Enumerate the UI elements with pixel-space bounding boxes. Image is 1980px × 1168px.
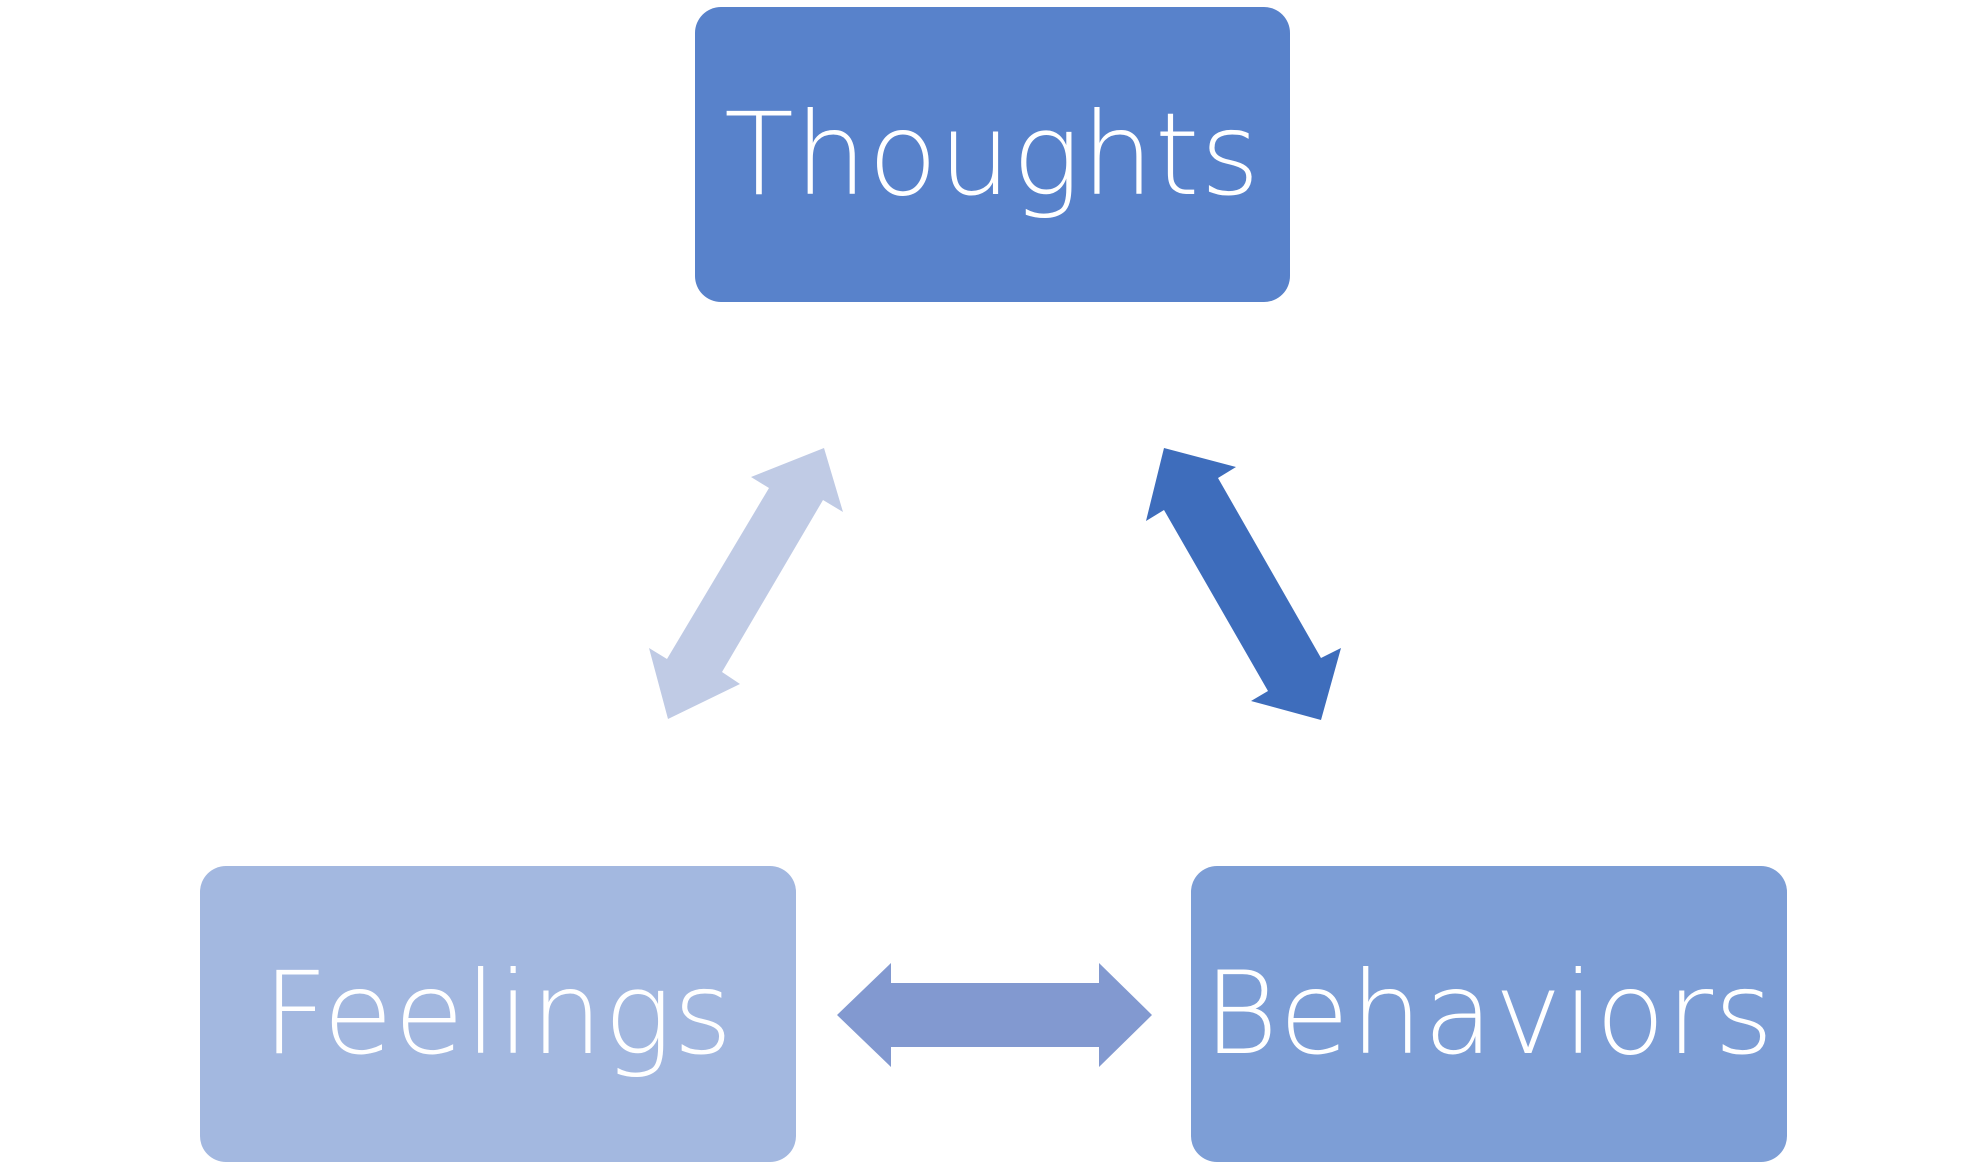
node-label-feelings: Feelings bbox=[262, 947, 734, 1080]
node-label-behaviors: Behaviors bbox=[1203, 947, 1775, 1080]
node-feelings: Feelings bbox=[200, 866, 796, 1162]
node-label-thoughts: Thoughts bbox=[724, 87, 1261, 221]
thoughts-behaviors-arrow bbox=[1146, 448, 1341, 720]
feelings-behaviors-arrow bbox=[837, 963, 1152, 1067]
node-behaviors: Behaviors bbox=[1191, 866, 1787, 1162]
thoughts-feelings-arrow bbox=[649, 448, 843, 719]
node-thoughts: Thoughts bbox=[695, 7, 1290, 302]
